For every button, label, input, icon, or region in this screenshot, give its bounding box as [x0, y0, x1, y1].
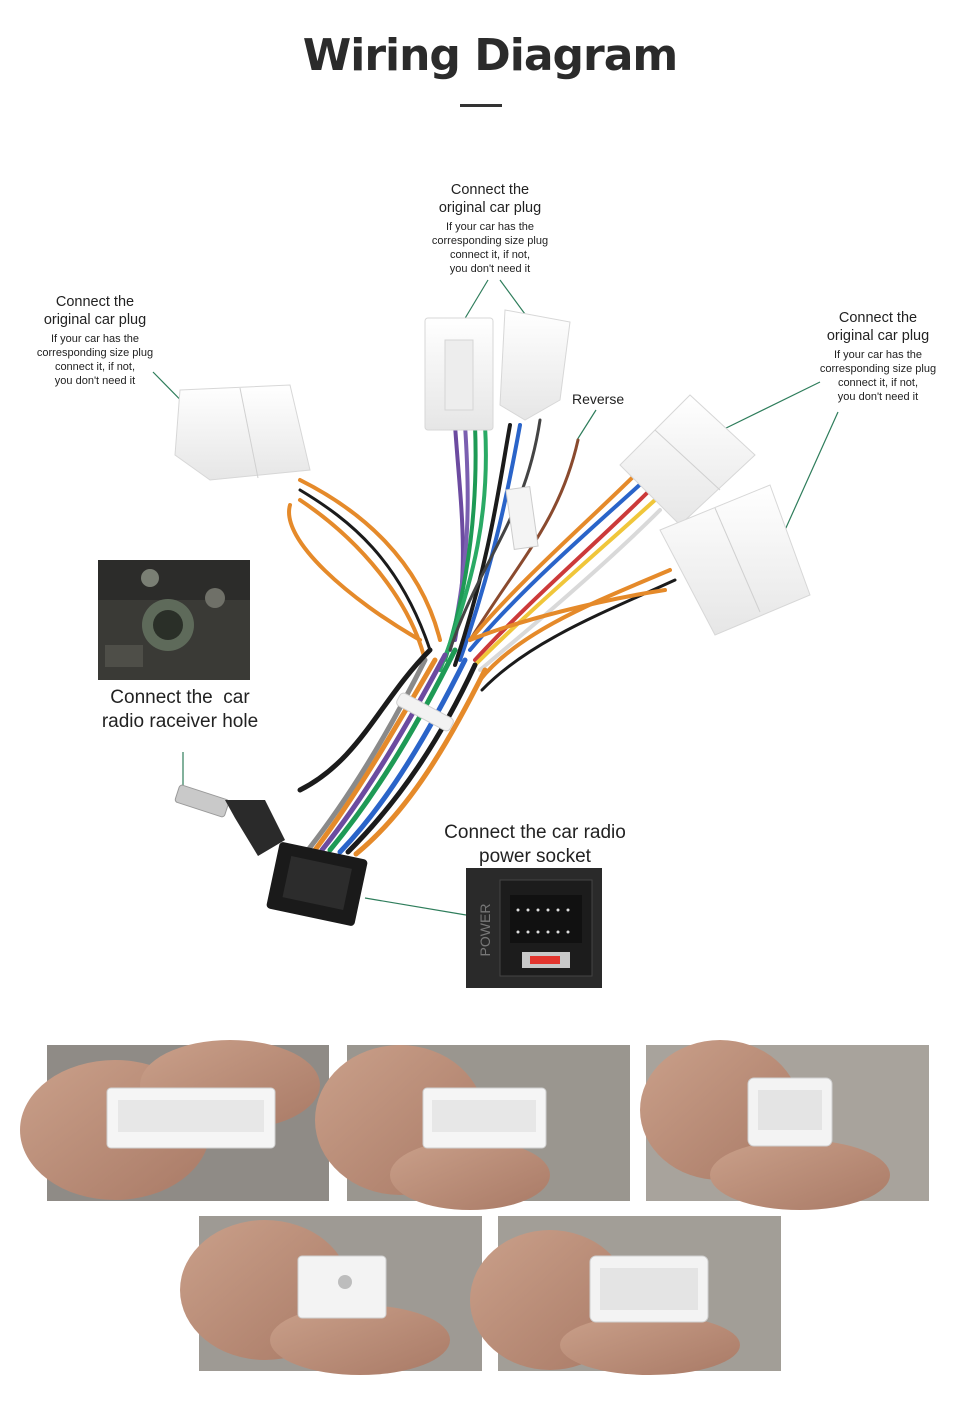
- wire-bundle: [287, 418, 677, 857]
- power-socket-plug: [266, 842, 368, 926]
- page-title: Wiring Diagram: [302, 30, 679, 81]
- top-left-plug: [424, 317, 494, 431]
- top-plug-heading-2: original car plug: [438, 200, 542, 217]
- antenna-label-line-2: radio raceiver hole: [101, 711, 259, 733]
- power-label-line-2: power socket: [479, 846, 591, 868]
- power-label-line-1: Connect the car radio: [444, 822, 626, 843]
- antenna-label: Connect the car radio raceiver hole: [80, 686, 280, 735]
- connector-photo-2: [315, 1045, 630, 1210]
- connector-photo-4: [180, 1216, 482, 1375]
- top-plug-label: Connect the original car plug If your ca…: [405, 181, 575, 277]
- left-plug-label: Connect the original car plug If your ca…: [10, 293, 180, 389]
- right-plug-heading-2: original car plug: [826, 328, 930, 345]
- antenna-hole-photo: [98, 560, 250, 680]
- right-plug-note-3: connect it, if not,: [837, 377, 919, 390]
- power-socket-photo: POWER: [466, 868, 602, 988]
- antenna-label-line-1: Connect the car: [110, 687, 250, 708]
- title-underline: [460, 104, 502, 107]
- right-plug-note-4: you don't need it: [837, 391, 919, 404]
- right-plug-note-1: If your car has the: [833, 349, 923, 362]
- power-socket-label: Connect the car radio power socket: [420, 821, 650, 870]
- right-plug-label: Connect the original car plug If your ca…: [793, 309, 963, 405]
- top-plug-note-3: connect it, if not,: [449, 249, 531, 262]
- connector-photo-3: [640, 1040, 929, 1210]
- right-plug-2: [659, 484, 811, 636]
- antenna-plug: [174, 784, 285, 856]
- left-plug-note-2: corresponding size plug: [36, 347, 154, 360]
- zip-tie: [396, 692, 454, 732]
- left-plug-note-4: you don't need it: [54, 375, 136, 388]
- right-plug-note-2: corresponding size plug: [819, 363, 937, 376]
- left-plug: [174, 384, 311, 481]
- power-photo-text: POWER: [477, 904, 493, 957]
- top-plug-note-2: corresponding size plug: [431, 235, 549, 248]
- reverse-tag: [505, 486, 539, 550]
- right-plug-1: [619, 394, 756, 526]
- reverse-label: Reverse: [572, 391, 625, 407]
- top-plug-note-4: you don't need it: [449, 263, 531, 276]
- left-plug-heading-1: Connect the: [55, 294, 135, 310]
- left-plug-heading-2: original car plug: [43, 312, 147, 329]
- connector-photo-5: [470, 1216, 781, 1375]
- top-plug-heading-1: Connect the: [450, 182, 530, 198]
- connector-photo-1: [20, 1040, 329, 1201]
- left-plug-note-3: connect it, if not,: [54, 361, 136, 374]
- top-plug-note-1: If your car has the: [445, 221, 535, 234]
- top-right-plug: [499, 309, 571, 421]
- left-plug-note-1: If your car has the: [50, 333, 140, 346]
- right-plug-heading-1: Connect the: [838, 310, 918, 326]
